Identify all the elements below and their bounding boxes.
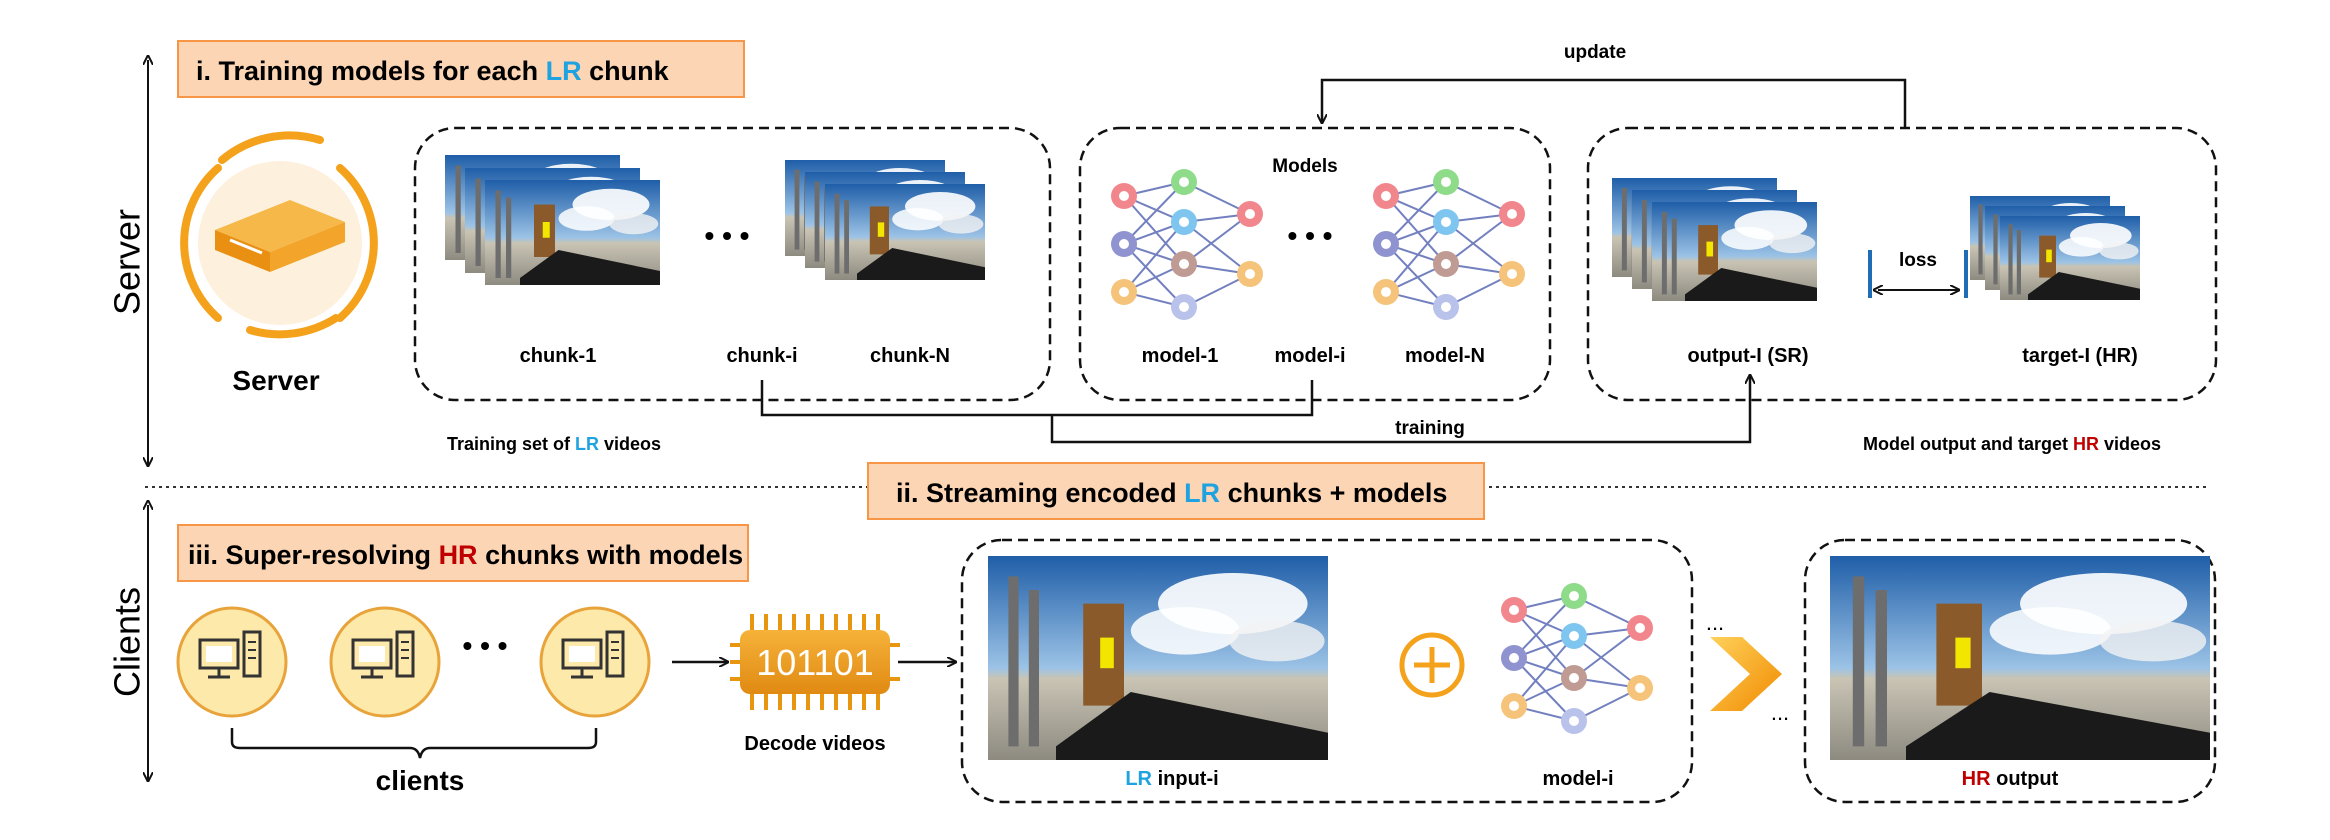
model-1-label: model-1 bbox=[1142, 345, 1219, 367]
decoder-label: Decode videos bbox=[744, 733, 885, 755]
svg-text:ii. Streaming encoded LR chunk: ii. Streaming encoded LR chunks + models bbox=[896, 478, 1447, 508]
chunk-n-frames bbox=[785, 160, 985, 280]
ellipsis-clients: • • • bbox=[463, 630, 508, 661]
banner-streaming: ii. Streaming encoded LR chunks + models bbox=[867, 462, 1485, 520]
ellipsis-chunks: • • • bbox=[705, 220, 750, 251]
chunk-n-label: chunk-N bbox=[870, 345, 950, 367]
chevron-right-icon bbox=[1710, 637, 1782, 711]
banner-super-resolving: iii. Super-resolving HR chunks with mode… bbox=[177, 524, 749, 582]
clients-axis: Clients bbox=[107, 505, 148, 780]
hr-output-box bbox=[1803, 538, 2217, 804]
server-axis: Server bbox=[107, 60, 148, 465]
hr-output-label: HR output bbox=[1962, 768, 2059, 790]
svg-text:iii. Super-resolving HR chunks: iii. Super-resolving HR chunks with mode… bbox=[188, 540, 743, 570]
ellipsis-models: • • • bbox=[1288, 220, 1333, 251]
model-i-label: model-i bbox=[1274, 345, 1345, 367]
lr-input-label: LR input-i bbox=[1125, 768, 1218, 790]
target-frames bbox=[1970, 196, 2140, 300]
server-icon bbox=[180, 131, 378, 339]
banner-streaming-text: ii. Streaming encoded bbox=[896, 478, 1184, 508]
hr-output-frame bbox=[1830, 556, 2210, 760]
loss-label: loss bbox=[1899, 250, 1937, 271]
outputs-box bbox=[1586, 126, 2218, 402]
model-n-network bbox=[1372, 168, 1526, 321]
chunk-1-frames bbox=[445, 155, 660, 285]
output-label: output-I (SR) bbox=[1687, 345, 1808, 367]
clients-label: clients bbox=[376, 765, 465, 796]
training-set-box bbox=[413, 126, 1052, 402]
client-2-icon bbox=[329, 606, 441, 718]
svg-text:i. Training models for each LR: i. Training models for each LR chunk bbox=[196, 56, 670, 86]
banner-streaming-after: chunks + models bbox=[1220, 478, 1447, 508]
model-i-network bbox=[1500, 582, 1654, 735]
outputs-caption: Model output and target HR videos bbox=[1863, 434, 2161, 454]
client-pipeline-box bbox=[960, 538, 1694, 804]
chunk-i-label: chunk-i bbox=[726, 345, 797, 367]
clients-brace bbox=[230, 728, 598, 759]
loss-indicator bbox=[1868, 250, 1968, 298]
banner-sr-text: iii. Super-resolving bbox=[188, 540, 439, 570]
models-title: Models bbox=[1272, 156, 1337, 177]
update-label: update bbox=[1564, 42, 1626, 63]
plus-icon bbox=[1399, 632, 1465, 698]
clients-side-label: Clients bbox=[107, 587, 148, 697]
model-i-pipeline-label: model-i bbox=[1542, 768, 1613, 790]
banner-sr-hr: HR bbox=[439, 540, 478, 570]
server-side-label: Server bbox=[107, 209, 148, 315]
training-label: training bbox=[1395, 418, 1465, 439]
client-3-icon bbox=[539, 606, 651, 718]
banner-training-text: i. Training models for each bbox=[196, 56, 546, 86]
target-label: target-I (HR) bbox=[2022, 345, 2138, 367]
banner-training: i. Training models for each LR chunk bbox=[177, 40, 745, 98]
lr-input-frame bbox=[988, 556, 1328, 760]
decoder-chip-text: 101101 bbox=[756, 642, 873, 683]
small-dots-bottom: ... bbox=[1771, 700, 1789, 725]
banner-streaming-lr: LR bbox=[1184, 478, 1220, 508]
chunk-1-label: chunk-1 bbox=[520, 345, 597, 367]
small-dots-top: ... bbox=[1706, 610, 1724, 635]
model-1-network bbox=[1110, 168, 1264, 321]
models-box bbox=[1078, 126, 1552, 402]
banner-sr-after: chunks with models bbox=[478, 540, 744, 570]
update-arrow bbox=[1322, 78, 1907, 128]
banner-training-lr: LR bbox=[546, 56, 582, 86]
banner-training-after: chunk bbox=[582, 56, 670, 86]
server-label: Server bbox=[232, 365, 319, 396]
output-frames bbox=[1612, 178, 1817, 301]
client-1-icon bbox=[176, 606, 288, 718]
decoder-chip-icon bbox=[730, 614, 900, 710]
training-arrow bbox=[760, 376, 1750, 444]
model-n-label: model-N bbox=[1405, 345, 1485, 367]
training-set-caption: Training set of LR videos bbox=[447, 434, 661, 454]
